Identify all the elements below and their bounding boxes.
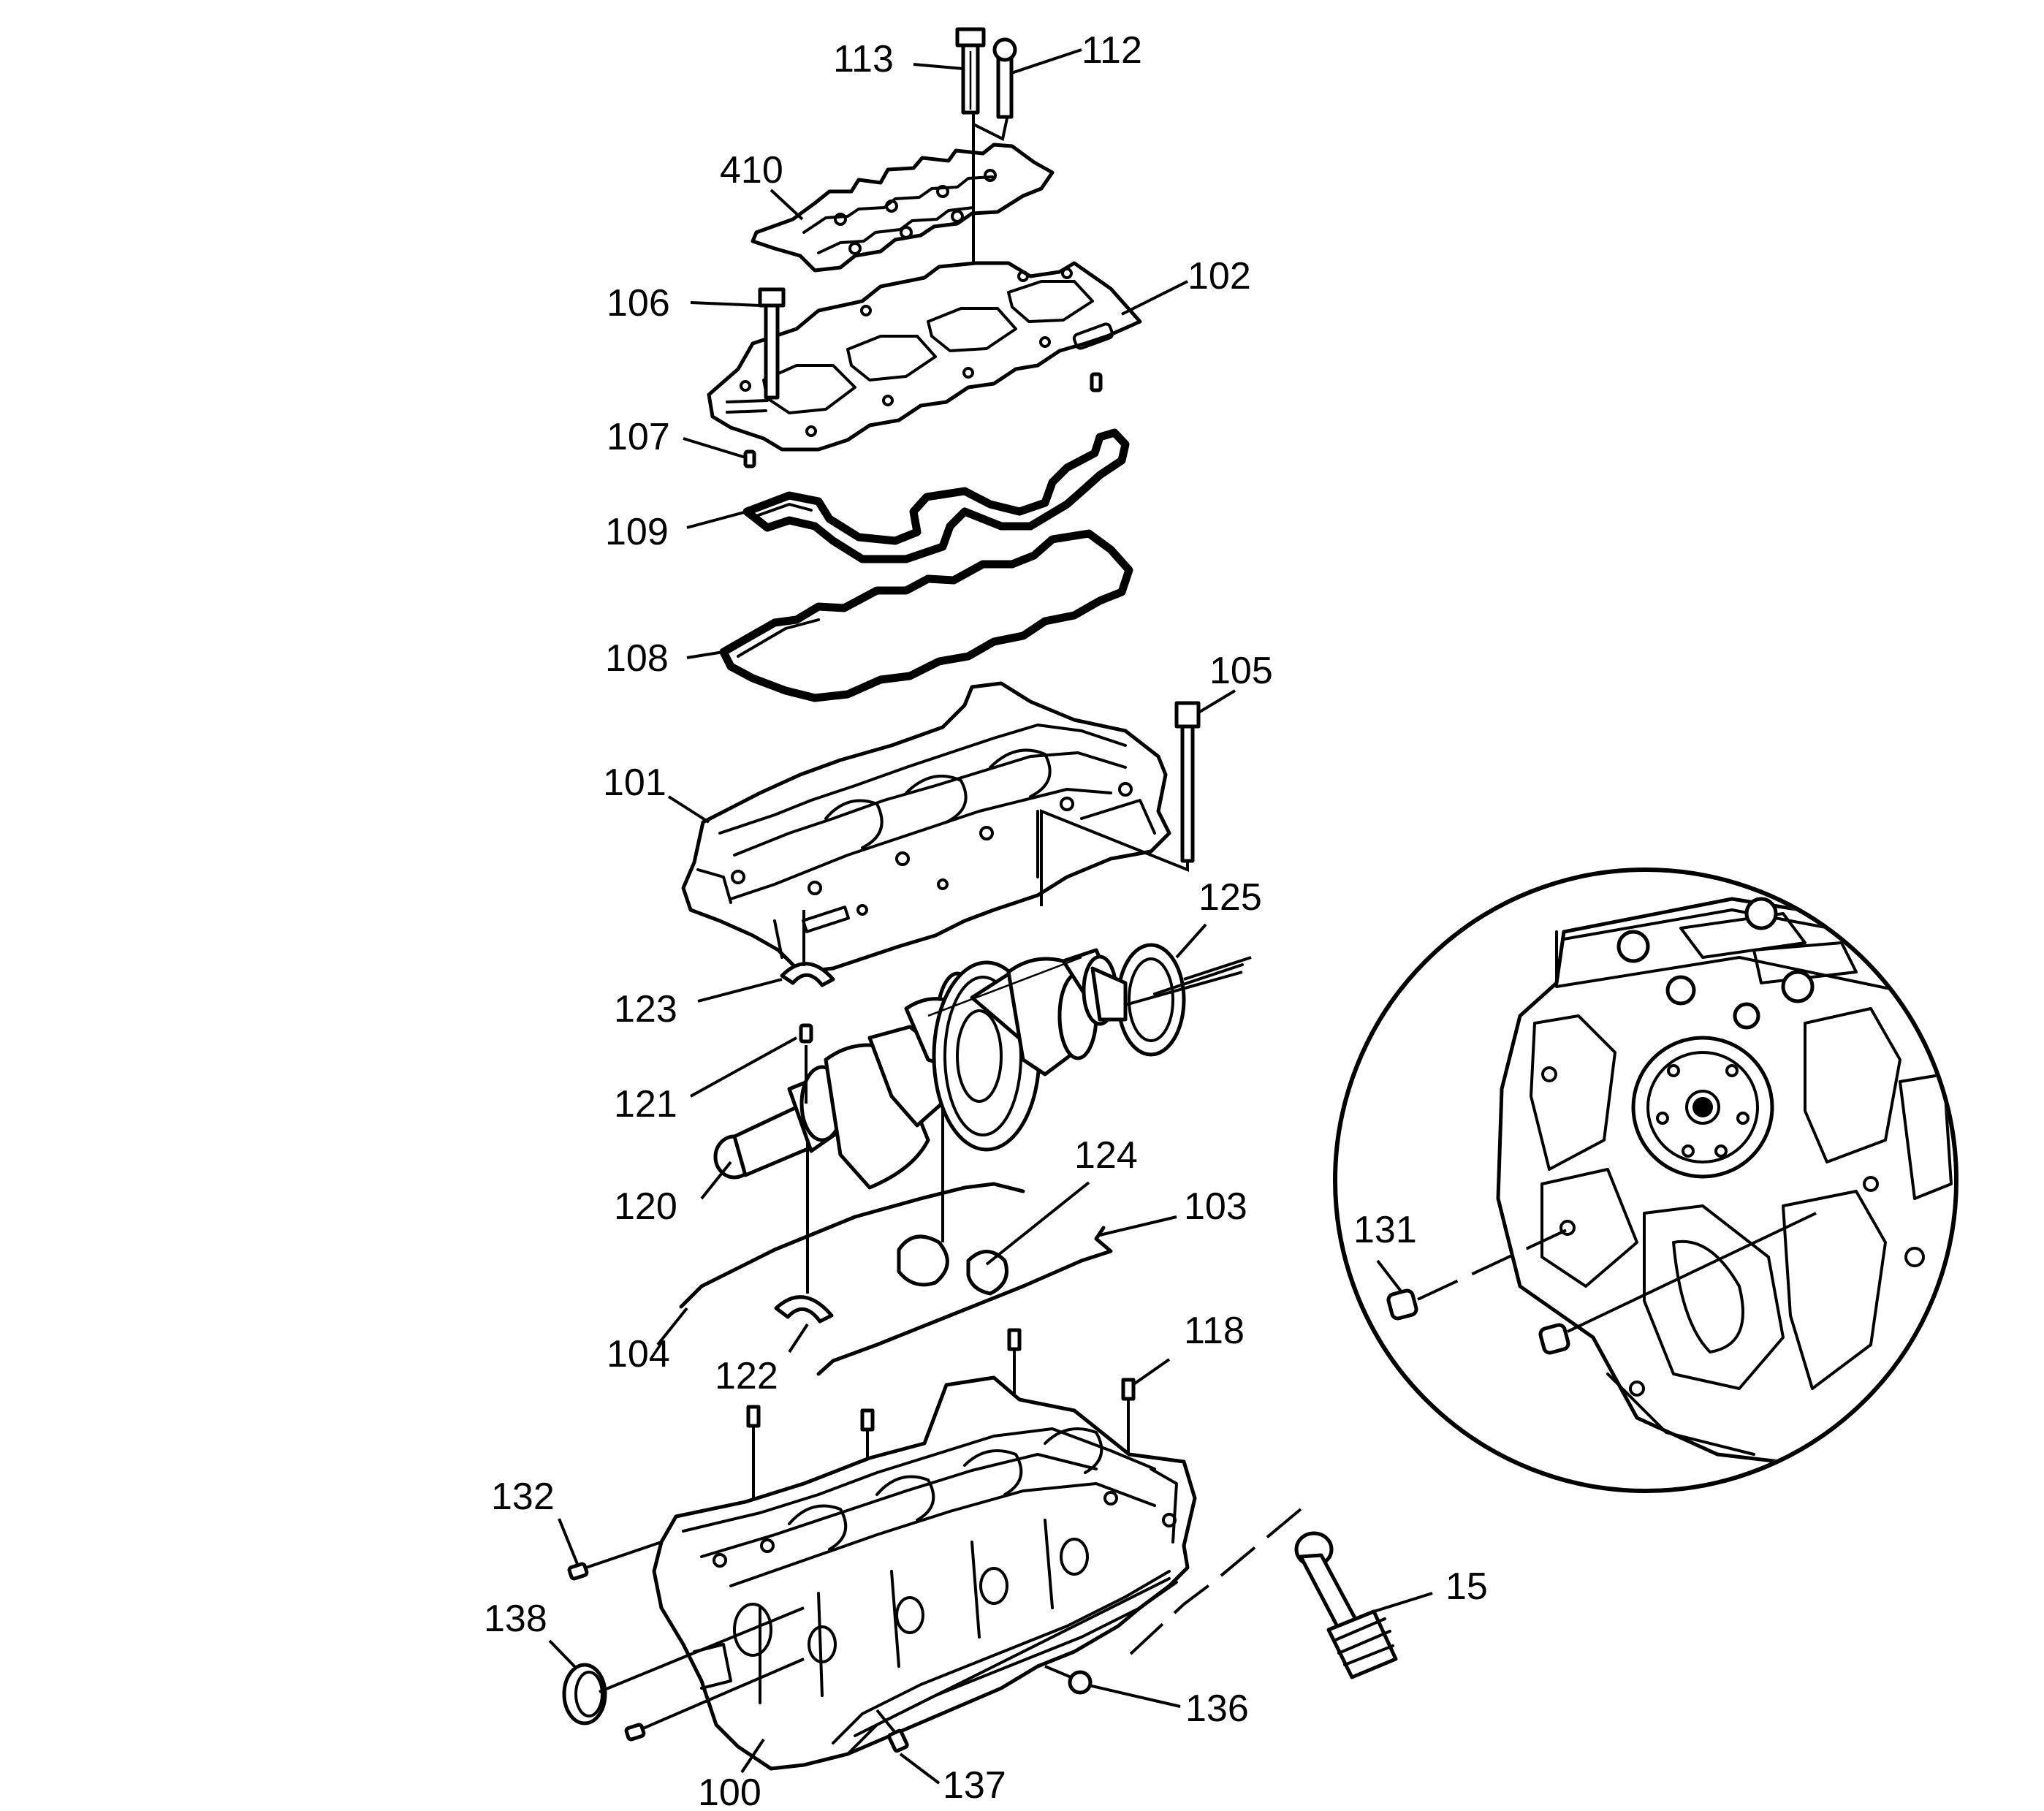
dowel-pin-121 (799, 1023, 813, 1044)
callout-108: 108 (605, 637, 669, 680)
callout-103: 103 (1184, 1185, 1247, 1228)
plug-lower (624, 1723, 646, 1742)
callout-104: 104 (607, 1333, 670, 1375)
callout-137: 137 (943, 1764, 1006, 1807)
seal-strip-104 (679, 1182, 1025, 1309)
callout-138: 138 (484, 1598, 547, 1640)
bedplate-101 (681, 681, 1171, 974)
callout-124: 124 (1074, 1134, 1138, 1177)
callout-113: 113 (833, 38, 894, 80)
callout-122: 122 (715, 1355, 778, 1397)
callout-15: 15 (1445, 1565, 1488, 1608)
dowel-pin-107 (743, 449, 756, 468)
thrust-bearing-124 (897, 1234, 1008, 1296)
bolt-106 (758, 287, 786, 400)
bolt-112 (992, 37, 1017, 119)
seal-ring-138 (562, 1663, 607, 1725)
rear-main-seal-125 (1116, 943, 1186, 1057)
bolt-105-axis (1040, 809, 1189, 906)
detail-view-circle (1333, 867, 1958, 1493)
seal-strip-103 (816, 1226, 1113, 1376)
callout-105: 105 (1209, 650, 1273, 692)
callout-leaders (548, 48, 1433, 1785)
crankshaft-120 (713, 948, 1244, 1190)
callout-123: 123 (614, 988, 677, 1030)
callout-101: 101 (603, 762, 666, 804)
callout-107: 107 (607, 416, 670, 458)
oil-pan-baffle-102 (707, 261, 1142, 452)
callout-102: 102 (1188, 255, 1251, 297)
callout-132: 132 (491, 1476, 555, 1518)
callout-121: 121 (614, 1083, 677, 1125)
bolt-136 (1044, 1665, 1093, 1695)
gasket-109 (742, 428, 1130, 563)
callout-125: 125 (1198, 876, 1262, 919)
callout-106: 106 (607, 282, 670, 324)
callout-136: 136 (1185, 1687, 1249, 1730)
piston-connecting-rod-15 (1294, 1531, 1398, 1679)
plug-132 (567, 1562, 589, 1581)
callout-100: 100 (698, 1772, 761, 1811)
bearing-support-plate-410 (751, 143, 1055, 273)
bolt-105 (1174, 701, 1201, 863)
gasket-108 (719, 529, 1133, 702)
callout-118: 118 (1184, 1310, 1245, 1352)
callout-109: 109 (605, 511, 669, 553)
leader-bolts-to-plate (972, 113, 1008, 141)
engine-block-100 (652, 1375, 1197, 1771)
dowel-137 (887, 1728, 909, 1753)
callout-131: 131 (1353, 1209, 1417, 1251)
callout-labels: 113 112 410 106 102 107 109 108 105 101 … (484, 29, 1488, 1811)
dowel-pin-small (1090, 372, 1103, 392)
leader-rod-to-block (1128, 1508, 1302, 1657)
crankshaft-rear-axis (1125, 971, 1243, 1006)
bolt-113 (955, 27, 986, 115)
bearing-half-122 (774, 1295, 834, 1324)
bearing-half-123 (780, 962, 835, 987)
callout-120: 120 (614, 1185, 677, 1228)
callout-410: 410 (720, 149, 783, 191)
callout-112: 112 (1082, 29, 1142, 72)
